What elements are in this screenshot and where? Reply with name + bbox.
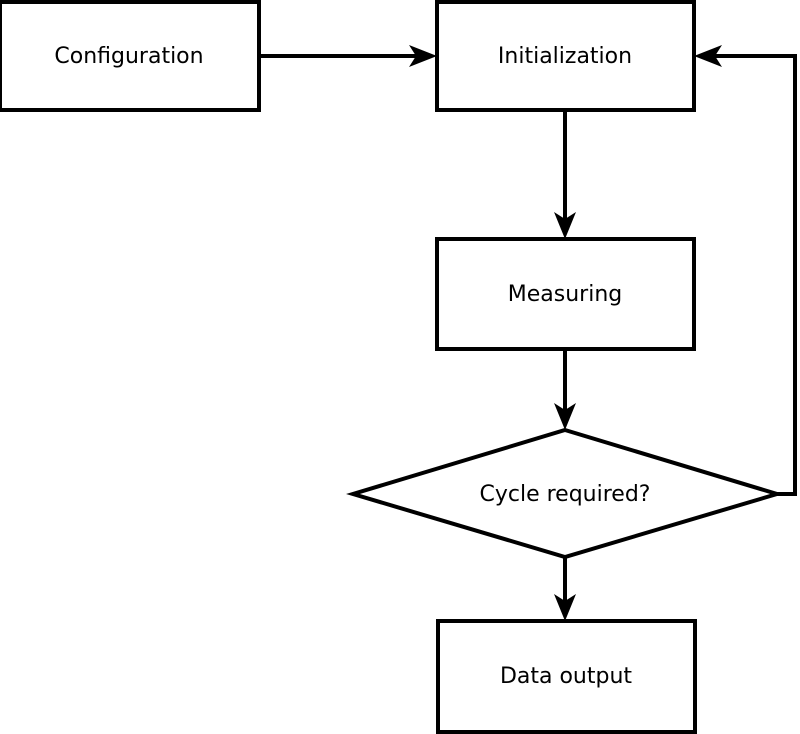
node-label: Measuring bbox=[508, 282, 622, 307]
node-shape-rectangle bbox=[435, 237, 696, 351]
node-shape-rectangle bbox=[0, 0, 261, 112]
edge-initialization-to-measuring bbox=[554, 110, 576, 239]
arrowhead-down-icon bbox=[554, 403, 576, 430]
node-initialization[interactable]: Initialization bbox=[435, 0, 696, 112]
edge-line bbox=[714, 54, 797, 496]
arrowhead-right-icon bbox=[409, 45, 437, 67]
edge-measuring-to-cycle-required bbox=[554, 349, 576, 430]
edge-cycle-required-to-data-output bbox=[554, 557, 576, 621]
arrowhead-down-icon bbox=[554, 594, 576, 621]
node-label: Cycle required? bbox=[480, 482, 651, 507]
node-shape-rectangle bbox=[436, 619, 697, 734]
arrowhead-down-icon bbox=[554, 212, 576, 239]
arrowhead-left-icon bbox=[694, 45, 722, 67]
edge-configuration-to-initialization bbox=[259, 45, 437, 67]
node-label: Configuration bbox=[54, 44, 203, 69]
node-label: Data output bbox=[500, 664, 632, 689]
node-shape-rectangle bbox=[435, 0, 696, 112]
node-cycle-required[interactable]: Cycle required? bbox=[346, 427, 784, 560]
node-configuration[interactable]: Configuration bbox=[0, 0, 261, 112]
node-measuring[interactable]: Measuring bbox=[435, 237, 696, 351]
node-shape-diamond bbox=[346, 427, 784, 560]
node-label: Initialization bbox=[498, 44, 632, 69]
node-data-output[interactable]: Data output bbox=[436, 619, 697, 734]
edge-cycle-required-to-initialization bbox=[694, 45, 797, 496]
